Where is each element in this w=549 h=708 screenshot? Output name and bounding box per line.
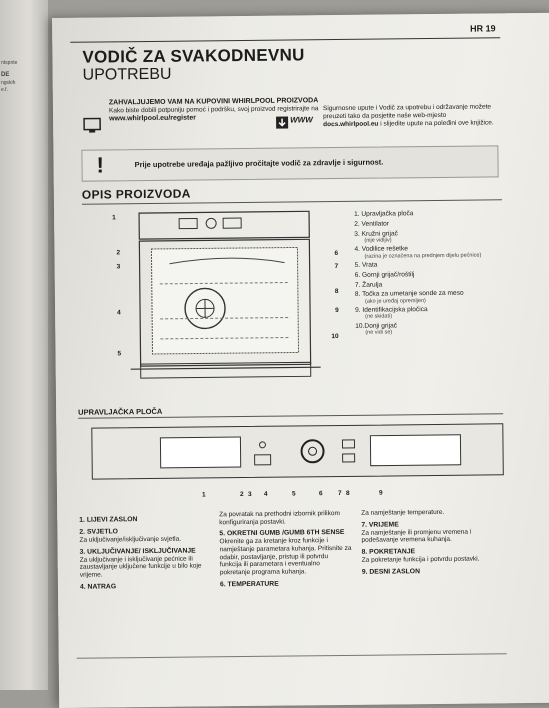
page-number: HR 19 [470, 23, 496, 34]
panel-number-7: 7 [337, 489, 342, 498]
header-rule [70, 37, 501, 43]
description-column-3: Za namještanje temperature. 7. VRIJEME Z… [361, 508, 480, 576]
control-descriptions: 1. LIJEVI ZASLON 2. SVJETLO Za uključiva… [79, 508, 519, 590]
part-item: 2. Ventilator [354, 220, 390, 228]
warning-text: Prije upotrebe uređaja pažljivo pročitaj… [134, 157, 384, 170]
previous-page-edge: ntspnte DE ngskih e.f. [0, 0, 48, 690]
part-item: 3. Kružni grijač(nije vidljiv) [354, 229, 398, 244]
panel-number-6: 6 [318, 490, 323, 498]
callout-6: 6 [334, 250, 339, 258]
www-label: WWW [290, 115, 313, 125]
part-item: 9. Identifikacijska pločica(ne skidati) [355, 306, 428, 321]
description-column-2: Za povratak na prethodni izbornik prilik… [219, 510, 352, 588]
part-item: 7. Žarulja [354, 281, 383, 289]
panel-number-1: 1 [201, 491, 206, 499]
registration-body: Kako biste dobili potpuniju pomoć i podr… [108, 105, 319, 115]
control-panel-title: UPRAVLJAČKA PLOČA [78, 406, 163, 417]
callout-10: 10 [331, 333, 339, 341]
callout-3: 3 [116, 263, 121, 271]
registration-url[interactable]: www.whirlpool.eu/register [109, 114, 196, 123]
parts-list: 1. Upravljačka ploča 2. Ventilator 3. Kr… [354, 209, 505, 338]
part-item: 4. Vodilice rešetke(razina je označena n… [354, 245, 482, 260]
control-panel-diagram [91, 423, 504, 480]
callout-2: 2 [116, 249, 121, 257]
part-item: 6. Gornji grijač/roštilj [354, 271, 415, 279]
monitor-icon [83, 117, 101, 133]
panel-number-3: 3 [247, 490, 252, 498]
callout-9: 9 [335, 307, 339, 315]
panel-number-9: 9 [378, 489, 383, 497]
panel-number-2: 2 [239, 491, 244, 499]
page-subtitle: UPOTREBU [82, 65, 172, 84]
web-docs-note: Sigurnosne upute i Vodič za upotrebu i o… [323, 103, 503, 128]
control-panel-drawing [159, 434, 462, 469]
safety-warning-box: ! Prije upotrebe uređaja pažljivo pročit… [81, 145, 499, 182]
manual-page: HR 19 VODIČ ZA SVAKODNEVNU UPOTREBU ZAHV… [52, 12, 549, 708]
web-docs-body: Sigurnosne upute i Vodič za upotrebu i o… [322, 103, 492, 120]
web-docs-tail: i slijedite upute na poleđini ove knjiži… [380, 118, 494, 128]
part-item: 8. Točka za umetanje sonde za meso(ako j… [354, 290, 464, 305]
callout-8: 8 [334, 288, 339, 296]
download-icon [276, 116, 289, 129]
callout-7: 7 [334, 263, 339, 271]
prev-page-text: DE [1, 72, 10, 78]
prev-page-text: ngskih [1, 80, 16, 86]
part-item: 10.Donji grijač(ne vidi se) [355, 322, 398, 336]
panel-number-4: 4 [263, 490, 268, 498]
prev-page-text: ntspnte [1, 60, 18, 66]
product-description-title: OPIS PROIZVODA [81, 186, 191, 202]
panel-number-8: 8 [345, 489, 350, 497]
panel-number-5: 5 [291, 490, 296, 498]
web-docs-url[interactable]: docs.whirlpool.eu [323, 120, 379, 128]
callout-5: 5 [117, 350, 122, 358]
callout-1: 1 [112, 214, 116, 222]
prev-page-text: e.f. [1, 87, 8, 93]
page-title: VODIČ ZA SVAKODNEVNU [82, 45, 305, 67]
warning-icon: ! [96, 152, 105, 178]
description-column-1: 1. LIJEVI ZASLON 2. SVJETLO Za uključiva… [79, 516, 202, 591]
oven-diagram [130, 210, 321, 379]
callout-4: 4 [117, 309, 121, 317]
part-item: 1. Upravljačka ploča [354, 210, 414, 218]
part-item: 5. Vrata [354, 261, 378, 269]
footer-rule [76, 653, 507, 659]
